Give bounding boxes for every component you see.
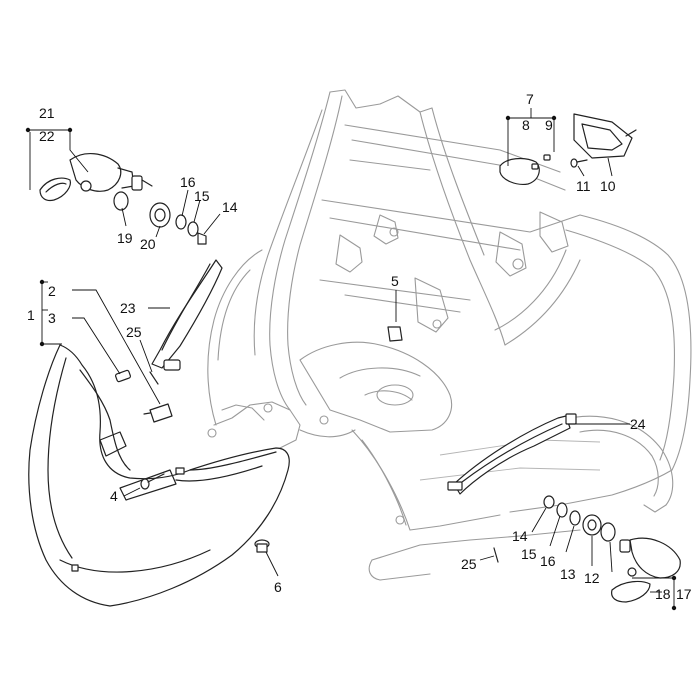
side-reflector-right bbox=[447, 413, 577, 495]
callout-2: 2 bbox=[48, 283, 56, 299]
callout-15b: 15 bbox=[521, 546, 537, 562]
callout-5: 5 bbox=[391, 273, 399, 289]
callout-14b: 14 bbox=[512, 528, 528, 544]
callout-3: 3 bbox=[48, 310, 56, 326]
callout-10: 10 bbox=[600, 178, 616, 194]
callout-15a: 15 bbox=[194, 188, 210, 204]
callout-25a: 25 bbox=[126, 324, 142, 340]
callout-11: 11 bbox=[576, 178, 591, 194]
callout-16a: 16 bbox=[180, 174, 196, 190]
callout-8: 8 bbox=[522, 117, 530, 133]
headlamp-assembly bbox=[28, 344, 290, 607]
callout-6: 6 bbox=[274, 579, 282, 595]
callout-23: 23 bbox=[120, 300, 136, 316]
callout-24: 24 bbox=[630, 416, 646, 432]
tail-light-screw bbox=[570, 158, 588, 168]
headlamp-screw bbox=[140, 473, 165, 490]
turn-signal-assembly-rear-right bbox=[543, 495, 681, 603]
callout-22: 22 bbox=[39, 128, 55, 144]
clip-nut bbox=[387, 326, 403, 342]
callout-20: 20 bbox=[140, 236, 156, 252]
scooter-frame-outline bbox=[207, 89, 692, 581]
tail-light-housing bbox=[573, 113, 637, 159]
callout-9: 9 bbox=[545, 117, 553, 133]
grommet-and-nut-front-left bbox=[113, 191, 207, 245]
callout-4: 4 bbox=[110, 488, 118, 504]
turn-signal-assembly-front-left bbox=[69, 153, 153, 192]
tail-light-bulb bbox=[531, 154, 551, 170]
headlamp-bulb bbox=[115, 369, 173, 423]
callout-14a: 14 bbox=[222, 199, 238, 215]
callout-17: 17 bbox=[676, 586, 692, 602]
callout-13: 13 bbox=[560, 566, 576, 582]
callout-19: 19 bbox=[117, 230, 133, 246]
side-reflector-left bbox=[149, 259, 223, 385]
callout-25b: 25 bbox=[461, 556, 477, 572]
callout-7: 7 bbox=[526, 91, 534, 107]
tail-light-lens bbox=[499, 157, 540, 185]
bracket-dots bbox=[25, 115, 677, 611]
callout-labels: 21 22 16 15 14 19 20 7 8 9 11 10 2 23 1 … bbox=[27, 91, 692, 602]
callout-16b: 16 bbox=[540, 553, 556, 569]
turn-signal-lens-front-left bbox=[39, 177, 71, 202]
callout-1: 1 bbox=[27, 307, 35, 323]
callout-12: 12 bbox=[584, 570, 600, 586]
headlamp-plug bbox=[254, 539, 270, 553]
leader-lines bbox=[28, 108, 675, 608]
callout-21: 21 bbox=[39, 105, 55, 121]
reflector-screw-right bbox=[493, 547, 499, 563]
callout-18: 18 bbox=[655, 586, 671, 602]
